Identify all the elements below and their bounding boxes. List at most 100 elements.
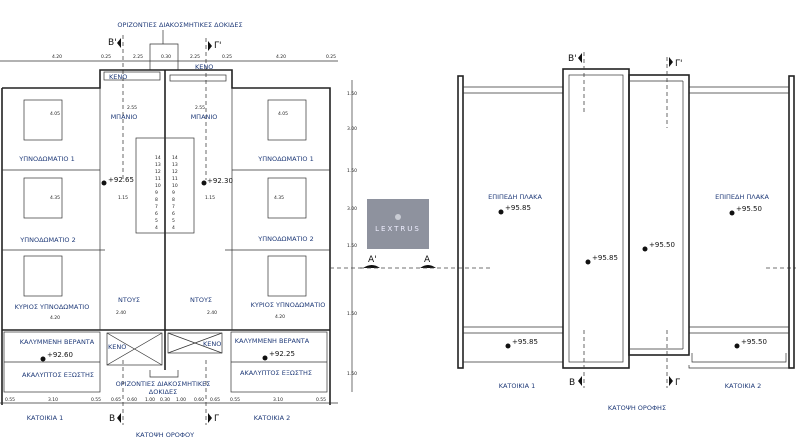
level-marker-icon bbox=[505, 343, 511, 349]
level-marker-icon bbox=[729, 210, 735, 216]
room-bathroom-h2: ΜΠΑΝΙΟ bbox=[191, 113, 218, 121]
dimension-label: 2.40 bbox=[207, 310, 217, 316]
dimension-label: 4.05 bbox=[50, 111, 60, 117]
dimension-label: 1.00 bbox=[145, 397, 155, 403]
dimension-label: 4 bbox=[155, 225, 158, 231]
dimension-label: ΔΟΚΙΔΕΣ bbox=[149, 388, 177, 396]
room-bedroom-1-h2: ΥΠΝΟΔΩΜΑΤΙΟ 1 bbox=[257, 155, 314, 163]
dimension-label: 3.00 bbox=[347, 206, 357, 212]
dimension-label: 5 bbox=[172, 218, 175, 224]
dimension-label: 0.25 bbox=[326, 54, 336, 60]
floor-plan-title: ΚΑΤΟΨΗ ΟΡΟΦΟΥ bbox=[136, 431, 194, 439]
roof-section-g: Γ bbox=[675, 378, 680, 388]
dimension-label: 4.20 bbox=[50, 315, 60, 321]
level-marker-icon bbox=[262, 355, 268, 361]
dimension-label: 9 bbox=[172, 190, 175, 196]
section-marker-b-prime: Β' bbox=[108, 38, 117, 48]
roof-plan-title: ΚΑΤΟΨΗ ΟΡΟΦΗΣ bbox=[608, 404, 666, 412]
section-arrow-icon bbox=[117, 413, 121, 423]
dimension-label: 0.55 bbox=[91, 397, 101, 403]
void-bottom-h2: ΚΕΝΟ bbox=[203, 340, 221, 348]
beams-label-bottom: ΟΡΙΖΟΝΤΙΕΣ ΔΙΑΚΟΣΜΗΤΙΚΕΣ bbox=[116, 380, 211, 388]
roof-plan: Α' Α Β' Γ' Β Γ ΕΠΙΠΕΔΗ ΠΛΑΚΑ ΕΠΙΠΕΔΗ ΠΛΑ… bbox=[360, 52, 796, 412]
bed-icon bbox=[23, 255, 63, 297]
dimension-label: 3.10 bbox=[48, 397, 58, 403]
roof-house-2-label: ΚΑΤΟΙΚΙΑ 2 bbox=[725, 382, 762, 390]
section-arrow-icon bbox=[669, 57, 673, 67]
dimension-label: 13 bbox=[155, 162, 161, 168]
level-92-25: +92.25 bbox=[269, 350, 295, 358]
dimension-label: LEXTRUS bbox=[375, 225, 421, 233]
dimension-label: 1.50 bbox=[347, 311, 357, 317]
bed-icon bbox=[23, 177, 63, 219]
room-bathroom-h1: ΜΠΑΝΙΟ bbox=[111, 113, 138, 121]
level-marker-icon bbox=[642, 246, 648, 252]
void-bottom-h1: ΚΕΝΟ bbox=[108, 343, 126, 351]
dimension-label: 0.25 bbox=[101, 54, 111, 60]
dimension-label: 10 bbox=[155, 183, 161, 189]
flat-slab-label-h2: ΕΠΙΠΕΔΗ ΠΛΑΚΑ bbox=[715, 193, 769, 201]
dimension-label: 1.15 bbox=[118, 195, 128, 201]
roof-level-veranda-h1: +95.85 bbox=[512, 338, 538, 346]
dimension-label: 12 bbox=[155, 169, 161, 175]
dimension-label: 4.20 bbox=[276, 54, 286, 60]
dimension-label: 11 bbox=[155, 176, 161, 182]
section-marker-a-prime: Α' bbox=[368, 255, 377, 265]
dimension-label: 12 bbox=[172, 169, 178, 175]
dimension-label: 7 bbox=[172, 204, 175, 210]
level-marker-icon bbox=[40, 356, 46, 362]
dimension-label: 13 bbox=[172, 162, 178, 168]
level-marker-icon bbox=[101, 180, 107, 186]
dimension-label: 14 bbox=[172, 155, 178, 161]
level-marker-icon bbox=[734, 343, 740, 349]
dimension-label: 0.30 bbox=[161, 54, 171, 60]
dimension-label: 3.00 bbox=[347, 126, 357, 132]
dimension-label: 5 bbox=[155, 218, 158, 224]
roof-section-b: Β bbox=[569, 378, 575, 388]
room-bedroom-2-h2: ΥΠΝΟΔΩΜΑΤΙΟ 2 bbox=[257, 235, 314, 243]
section-arrow-icon bbox=[578, 376, 582, 386]
beams-label-top: ΟΡΙΖΟΝΤΙΕΣ ΔΙΑΚΟΣΜΗΤΙΚΕΣ ΔΟΚΙΔΕΣ bbox=[117, 21, 242, 29]
room-shower-h2: ΝΤΟΥΣ bbox=[190, 296, 212, 304]
section-arrow-icon bbox=[208, 413, 212, 423]
dimension-label: 0.55 bbox=[316, 397, 326, 403]
dimension-label: 4.20 bbox=[52, 54, 62, 60]
open-balcony-h2: ΑΚΑΛΥΠΤΟΣ ΕΞΩΣΤΗΣ bbox=[240, 369, 312, 377]
dims-bottom: 0.55 3.10 0.55 0.65 0.60 1.00 0.30 1.00 … bbox=[5, 397, 326, 403]
dimension-label: 0.55 bbox=[5, 397, 15, 403]
roof-level-h1: +95.85 bbox=[505, 204, 531, 212]
open-balcony-h1: ΑΚΑΛΥΠΤΟΣ ΕΞΩΣΤΗΣ bbox=[22, 371, 94, 379]
dimension-label: 7 bbox=[155, 204, 158, 210]
level-marker-icon bbox=[585, 259, 591, 265]
dimension-label: 2.55 bbox=[127, 105, 137, 111]
roof-level-veranda-h2: +95.50 bbox=[741, 338, 767, 346]
dimension-label: 14 bbox=[155, 155, 161, 161]
dimension-label: 0.25 bbox=[222, 54, 232, 60]
dimension-label: 1.00 bbox=[176, 397, 186, 403]
dimension-label: 1.15 bbox=[205, 195, 215, 201]
section-arrow-icon bbox=[578, 53, 582, 63]
house-1-label: ΚΑΤΟΙΚΙΑ 1 bbox=[27, 414, 64, 422]
dimension-label: 0.30 bbox=[160, 397, 170, 403]
dimension-label: 1.50 bbox=[347, 91, 357, 97]
dimension-label: 4.05 bbox=[278, 111, 288, 117]
dimension-label: 1.50 bbox=[347, 168, 357, 174]
flat-slab-label-h1: ΕΠΙΠΕΔΗ ΠΛΑΚΑ bbox=[488, 193, 542, 201]
section-marker-g-prime: Γ' bbox=[214, 41, 222, 51]
roof-section-b-prime: Β' bbox=[568, 54, 577, 64]
dimension-label: 4.20 bbox=[275, 314, 285, 320]
dimension-label: 0.55 bbox=[230, 397, 240, 403]
dimension-label: 4.35 bbox=[274, 195, 284, 201]
dimension-label: 1.50 bbox=[347, 243, 357, 249]
level-92-60: +92.60 bbox=[47, 351, 73, 359]
level-marker-icon bbox=[201, 180, 207, 186]
dimension-label: 2.25 bbox=[190, 54, 200, 60]
bed-icon bbox=[267, 177, 307, 219]
section-marker-g: Γ bbox=[214, 414, 219, 424]
house-2-label: ΚΑΤΟΙΚΙΑ 2 bbox=[254, 414, 291, 422]
roof-house-1-label: ΚΑΤΟΙΚΙΑ 1 bbox=[499, 382, 536, 390]
section-marker-a: Α bbox=[424, 255, 431, 265]
bed-icon bbox=[267, 99, 307, 141]
roof-level-h2: +95.50 bbox=[736, 205, 762, 213]
